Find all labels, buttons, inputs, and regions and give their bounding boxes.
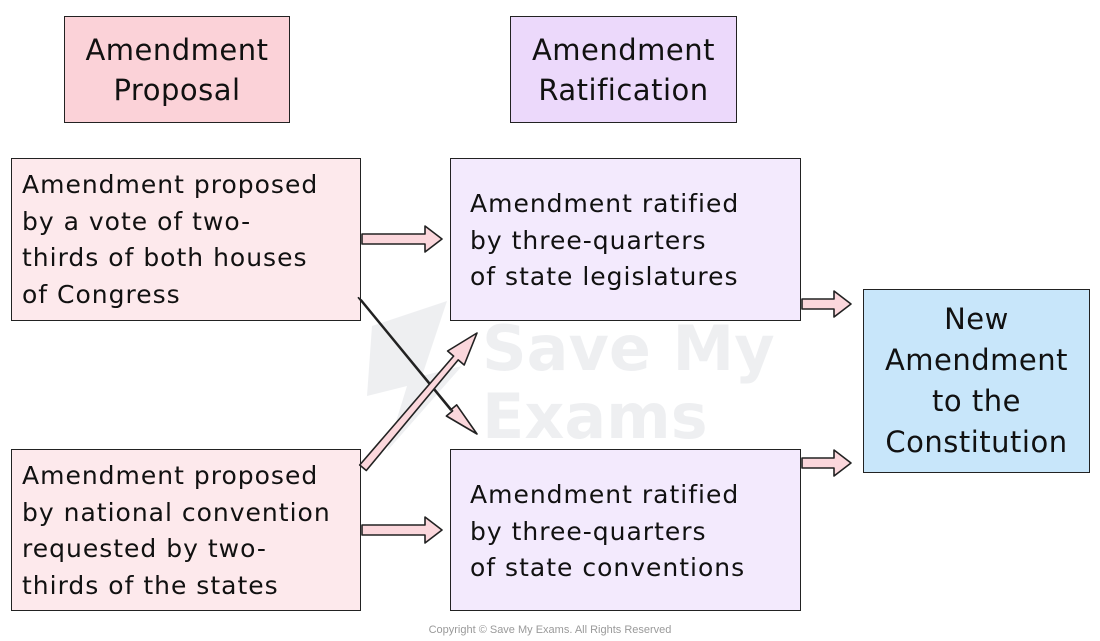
arrow-congress-to-state-conventions <box>357 296 478 435</box>
arrow-congress-to-legislatures <box>361 225 443 253</box>
ratification-legislatures-line: of state legislatures <box>470 262 739 291</box>
proposal-header: Amendment Proposal <box>64 16 290 123</box>
proposal-convention-line: requested by two- <box>22 534 267 563</box>
proposal-convention-line: thirds of the states <box>22 570 279 600</box>
arrow-state-conventions-to-result <box>801 449 852 477</box>
ratification-conventions-line: of state conventions <box>470 553 746 582</box>
proposal-convention-line: Amendment proposed <box>22 461 319 490</box>
ratification-conventions-line: Amendment ratified <box>470 480 740 509</box>
arrow-legislatures-to-result <box>801 290 852 318</box>
proposal-congress-line: of Congress <box>22 279 181 309</box>
proposal-congress-line: by a vote of two- <box>22 206 252 236</box>
proposal-convention-line: by national convention <box>22 497 331 527</box>
ratification-legislatures-box: Amendment ratified by three-quarters of … <box>450 158 801 321</box>
ratification-header-line: Ratification <box>538 72 709 107</box>
new-amendment-line: New <box>944 302 1009 336</box>
new-amendment-line: to the <box>932 384 1021 418</box>
proposal-header-line: Amendment <box>85 32 269 67</box>
proposal-convention-box: Amendment proposed by national conventio… <box>11 449 361 611</box>
ratification-conventions-box: Amendment ratified by three-quarters of … <box>450 449 801 611</box>
proposal-header-line: Proposal <box>113 72 241 107</box>
ratification-header: Amendment Ratification <box>510 16 737 123</box>
ratification-header-line: Amendment <box>531 32 716 67</box>
copyright-notice: Copyright © Save My Exams. All Rights Re… <box>428 624 672 636</box>
proposal-congress-line: thirds of both houses <box>22 243 308 272</box>
new-amendment-line: Constitution <box>885 425 1068 459</box>
new-amendment-box: New Amendment to the Constitution <box>863 289 1090 473</box>
arrow-convention-to-state-conventions <box>361 516 443 544</box>
ratification-legislatures-line: by three-quarters <box>470 225 707 255</box>
proposal-congress-box: Amendment proposed by a vote of two- thi… <box>11 158 361 321</box>
proposal-congress-line: Amendment proposed <box>22 170 319 199</box>
new-amendment-line: Amendment <box>884 343 1069 377</box>
ratification-legislatures-line: Amendment ratified <box>470 189 740 218</box>
arrow-convention-to-legislatures <box>358 332 478 472</box>
ratification-conventions-line: by three-quarters <box>470 516 707 546</box>
